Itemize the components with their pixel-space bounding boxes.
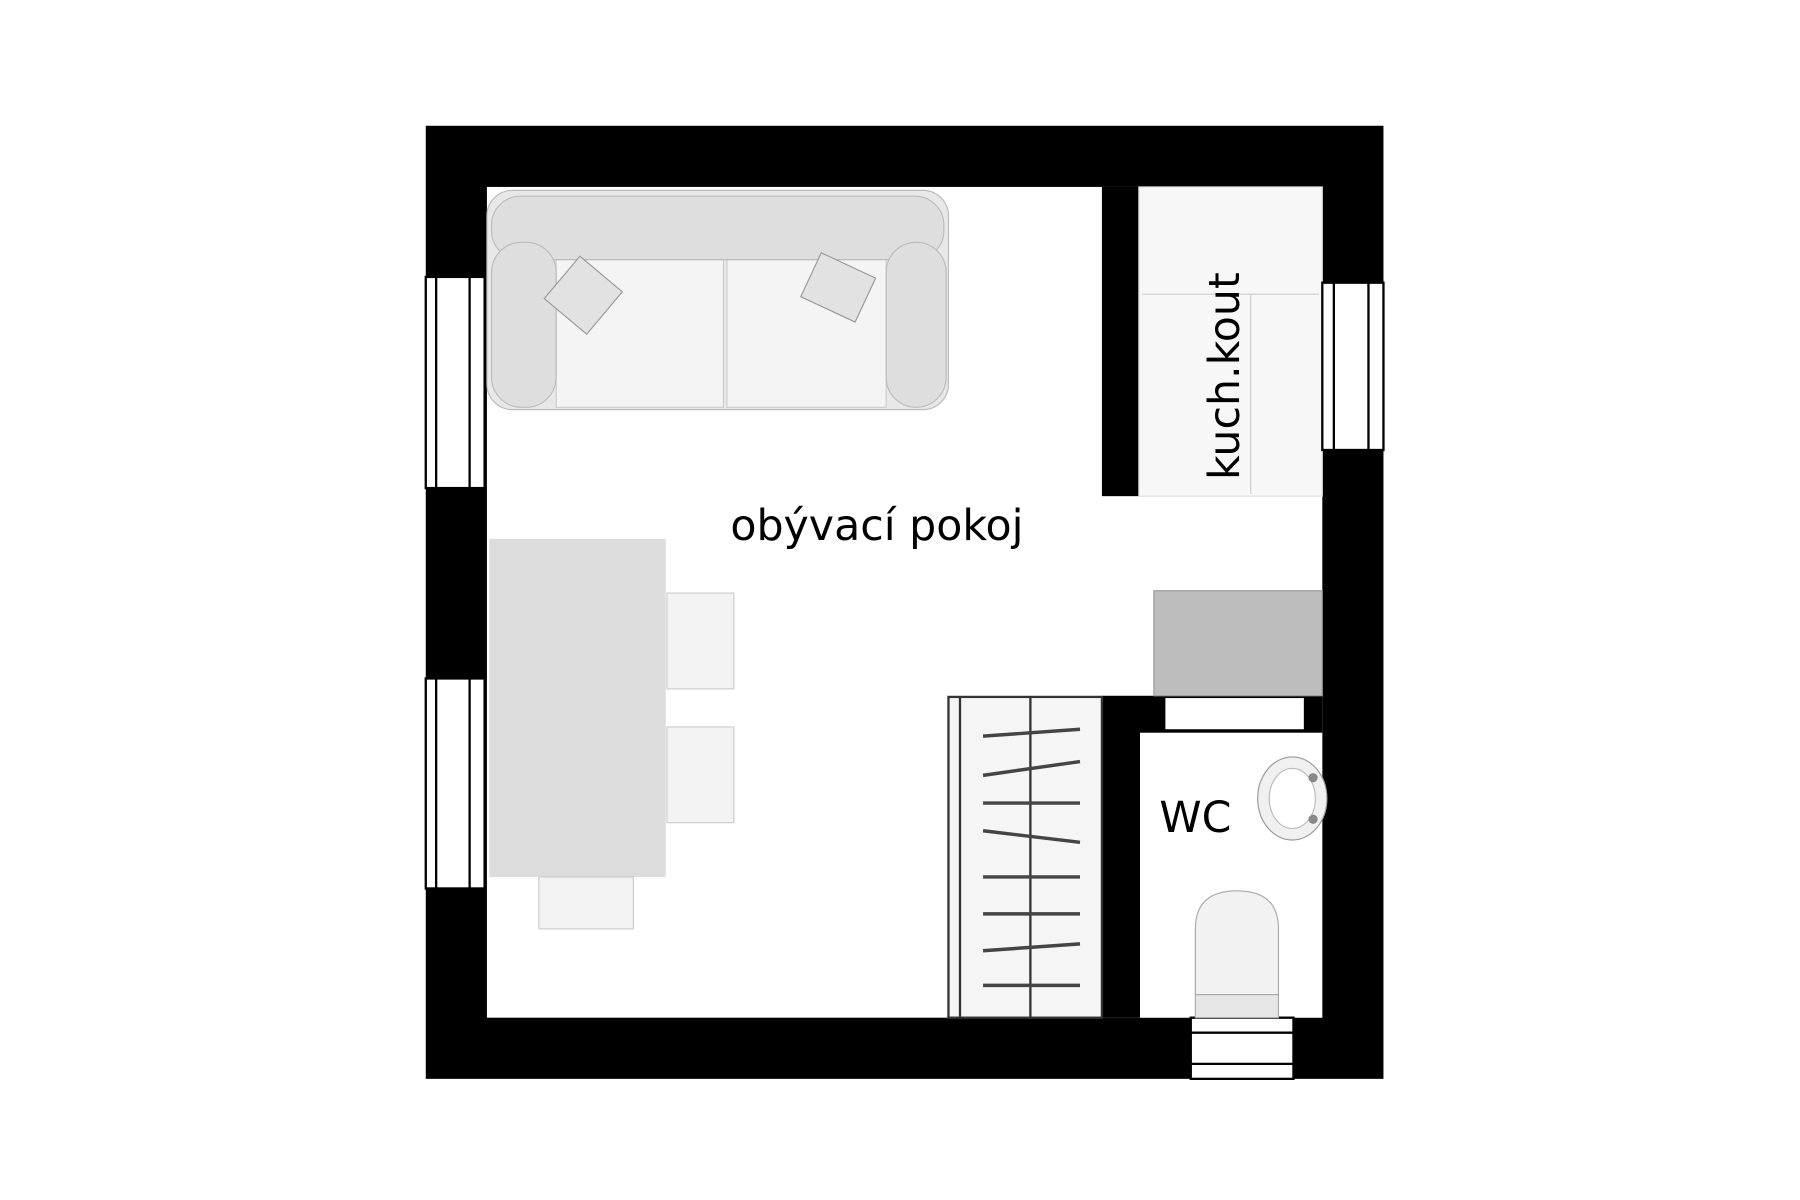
window-right [1321, 281, 1385, 452]
kitchen-partition-wall [1101, 186, 1139, 497]
toilet [1194, 890, 1280, 1019]
sofa [486, 189, 950, 411]
living-room-label: obývací pokoj [730, 501, 1023, 551]
chair [666, 592, 735, 690]
window-left-top [424, 275, 486, 490]
sink [1257, 756, 1328, 841]
dining-table [489, 538, 666, 877]
kitchen-counter [1138, 186, 1323, 497]
wardrobe [947, 695, 1104, 1019]
stairs [1153, 590, 1323, 697]
chair [666, 726, 735, 824]
window-left-bottom [424, 677, 486, 890]
wc-label: WC [1159, 793, 1231, 843]
wc-door-opening [1165, 698, 1304, 730]
chair [538, 876, 635, 930]
window-bottom-wc [1189, 1016, 1295, 1080]
kitchenette-label: kuch.kout [1200, 272, 1250, 480]
